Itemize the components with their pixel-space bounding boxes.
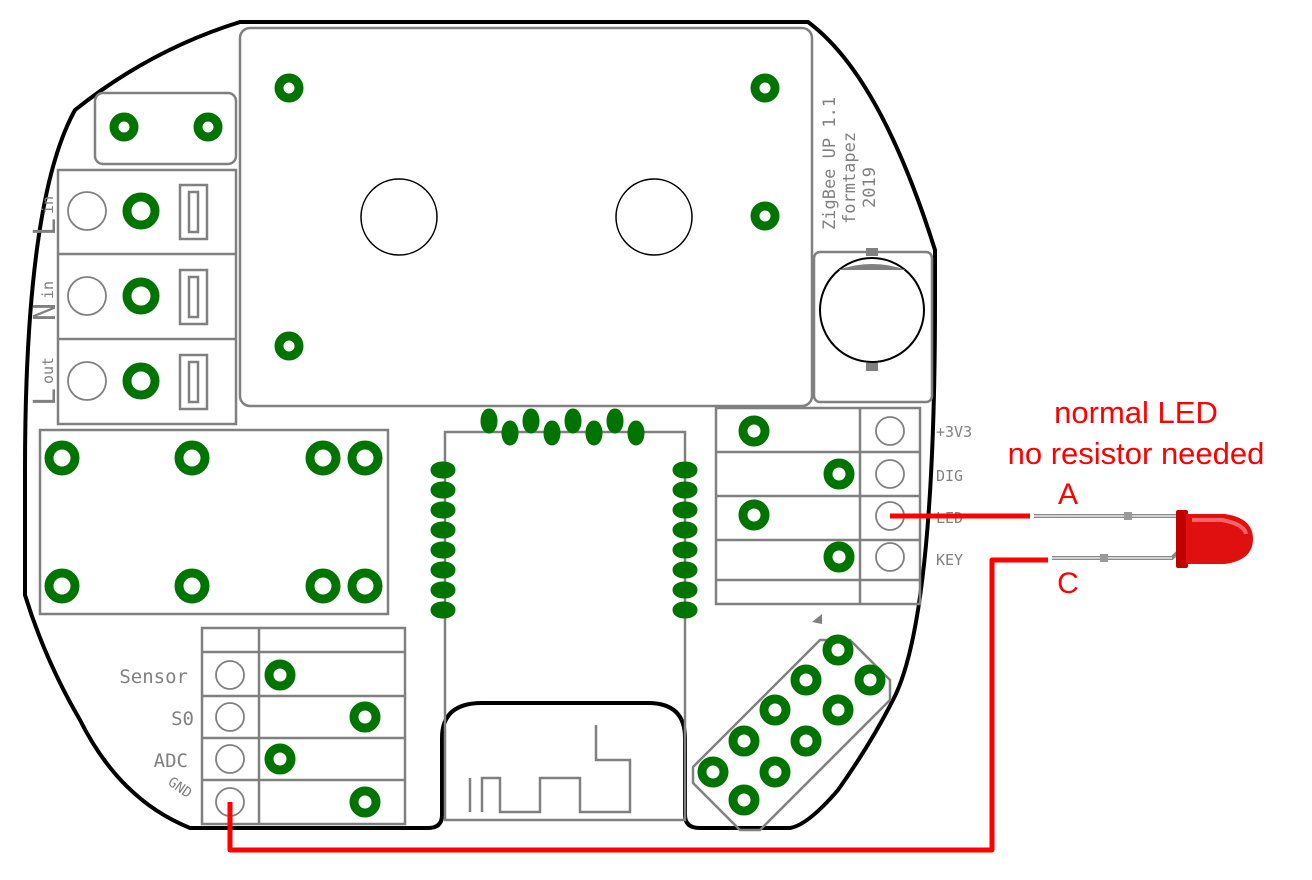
led-body [1186,514,1253,564]
terminal-label-nin: N in [28,281,63,321]
relay-pad [274,73,304,103]
board-year-label: 2019 [860,167,880,208]
terminal-label-lin: L in [28,196,63,236]
svg-text:N: N [28,303,63,321]
header-pad [738,499,770,531]
relay-pad [750,73,780,103]
board-version-label: ZigBee UP 1.1 [820,97,840,230]
fuse-pad [193,112,223,142]
programming-header-pad [728,784,760,816]
relay-footprint [238,26,814,408]
sensor-pin-adc[interactable] [215,744,245,774]
terminal-screw-hole [67,361,107,401]
svg-text:out: out [39,357,57,384]
sensor-connector-block [200,626,407,826]
wire-gnd-cathode [227,557,1048,853]
programming-header-pad [697,756,729,788]
sensor-pad [264,659,296,691]
relay-pad [750,201,780,231]
pin1-marker [812,614,822,624]
svg-text:in: in [39,281,57,299]
terminal-slot [178,353,209,411]
header-pin-dig[interactable] [875,459,905,489]
cathode-label: C [1057,567,1079,600]
fuse-footprint [93,91,238,166]
relay-pad [274,331,304,361]
programming-header-pad [822,694,854,726]
fuse-pad [109,112,139,142]
programming-header-pad [790,664,822,696]
header-pad [823,458,855,490]
anode-label: A [1058,478,1078,511]
led-flange [1176,510,1188,568]
led-cathode-lead [1052,548,1182,560]
led-component [1034,510,1253,568]
terminal-row-lin [67,183,209,241]
terminal-row-nin [67,268,209,326]
programming-header-pad [759,694,791,726]
relay-mount-hole-left [360,178,438,256]
terminal-label-lout: L out [28,357,63,406]
power-module-pad [174,568,210,604]
annotation-title-line2: no resistor needed [1008,436,1265,471]
programming-header-pad [854,664,886,696]
terminal-slot [178,183,209,241]
power-module-pad [174,440,210,476]
power-module-pad [347,440,383,476]
zigbee-module-left-pads [430,461,456,619]
terminal-pad [122,277,160,315]
terminal-screw-hole [67,191,107,231]
power-terminal-block [56,168,238,426]
programming-header-pad [759,756,791,788]
board-label: ZigBee UP 1.1 formtapez 2019 [820,97,880,230]
terminal-screw-hole [67,276,107,316]
sensor-pin-label: S0 [171,708,194,730]
header-connector-block [714,406,922,606]
header-pin-label: DIG [936,467,963,485]
zigbee-module-footprint [443,430,687,822]
terminal-row-lout [67,353,209,411]
power-module-pad [305,440,341,476]
svg-text:L: L [28,218,63,236]
annotation-title-line1: normal LED [1054,395,1218,430]
power-module-pad [347,568,383,604]
sensor-pad [349,701,381,733]
terminal-pad [122,362,160,400]
coin-cell-contact [838,264,906,270]
header-pad [738,415,770,447]
power-module-pad [44,568,80,604]
board-author-label: formtapez [840,132,860,224]
zigbee-module-top-pads [480,408,645,446]
antenna-trace [468,725,632,814]
svg-text:in: in [39,196,57,214]
zigbee-module-right-pads [672,461,698,619]
header-pad [823,541,855,573]
header-pin-label: KEY [936,551,963,569]
programming-header-pad [790,725,822,757]
header-pin-3v3[interactable] [875,416,905,446]
power-module-pad [44,440,80,476]
coin-cell [819,257,925,363]
power-module-footprint [38,428,390,616]
header-pin-key[interactable] [875,542,905,572]
svg-text:L: L [28,388,63,406]
programming-header-pad [822,634,854,666]
terminal-slot [178,268,209,326]
sensor-pin-s0[interactable] [215,702,245,732]
sensor-pad [349,786,381,818]
sensor-pad [264,743,296,775]
relay-mount-hole-right [615,178,693,256]
sensor-pin-label: Sensor [119,666,188,688]
sensor-pin-label: ADC [154,750,188,772]
sensor-pin-sensor[interactable] [215,660,245,690]
terminal-pad [122,192,160,230]
power-module-pad [305,568,341,604]
header-pin-label: +3V3 [936,423,972,441]
programming-header-pad [728,725,760,757]
